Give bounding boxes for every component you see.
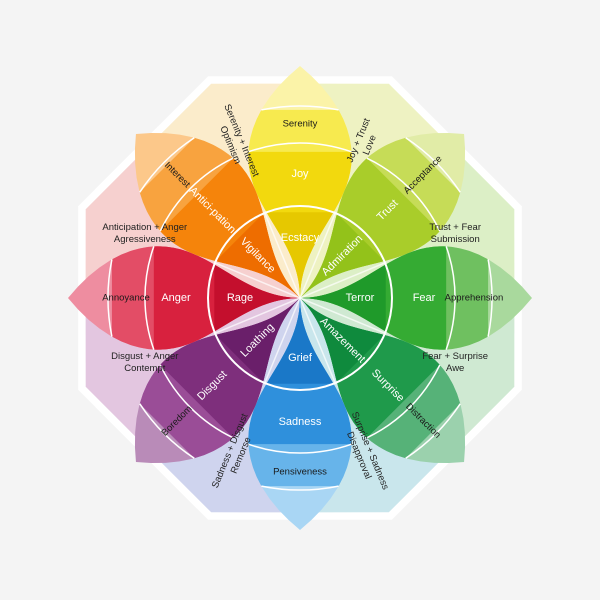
separator-line [299,297,336,384]
petal-inner-label: Terror [346,292,375,304]
dyad-name: Submission [431,234,480,245]
band-boundary [445,246,456,350]
center-circle [207,205,393,391]
petal-inner-label: Ecstacy [281,232,320,244]
petal-inner-band [266,212,334,298]
petal-sadness [248,298,352,530]
petal-inner-band [266,298,334,384]
petal-antici-pation [134,132,300,298]
petal-inner-label: Grief [288,352,313,364]
separator-line [214,297,301,334]
petal-middle-label: Sadness [279,416,322,428]
band-boundary [248,443,352,454]
band-boundary [261,485,339,491]
petal-outer-label: Apprehension [445,293,504,304]
band-boundary [139,137,195,193]
petal-inner-band [215,298,300,383]
petal-outer-label: Annoyance [102,293,150,304]
separator-line [264,297,301,384]
separator-line [299,262,386,299]
band-boundary [159,364,234,439]
band-boundary [366,157,441,232]
band-boundary [487,259,493,337]
petal-inner-band [300,264,386,332]
dyad-formula: Fear + Surprise [422,351,488,362]
dyad-name: Contempt [124,363,166,374]
dyad-name: Awe [446,363,464,374]
band-boundary [144,246,155,350]
petal-trust [300,132,466,298]
band-boundary [366,364,441,439]
petal-fear [300,246,532,350]
petal-anger [68,246,300,350]
petal-inner-band [215,213,300,298]
petal-outer-label: Serenity [283,119,318,130]
petal-inner-band [300,213,385,298]
band-boundary [159,157,234,232]
petal-inner-label: Rage [227,292,253,304]
band-boundary [261,105,339,111]
petal-disgust [134,298,300,464]
separator-line [264,212,301,299]
band-boundary [405,403,461,459]
petal-middle-label: Anger [161,292,191,304]
petal-middle-label: Fear [413,292,436,304]
band-boundary [139,403,195,459]
band-boundary [405,137,461,193]
band-boundary [248,142,352,153]
dyad-name: Agressiveness [114,234,176,245]
petal-middle-label: Joy [291,168,309,180]
petal-outer-label: Pensiveness [273,467,327,478]
separator-line [214,262,301,299]
dyad-formula: Anticipation + Anger [102,222,187,233]
band-boundary [107,259,113,337]
separator-line [299,297,386,334]
separator-line [299,212,336,299]
petal-inner-band [214,264,300,332]
dyad-formula: Disgust + Anger [111,351,178,362]
petal-inner-band [300,298,385,383]
petal-joy [248,66,352,298]
dyad-formula: Trust + Fear [429,222,481,233]
petal-surprise [300,298,466,464]
